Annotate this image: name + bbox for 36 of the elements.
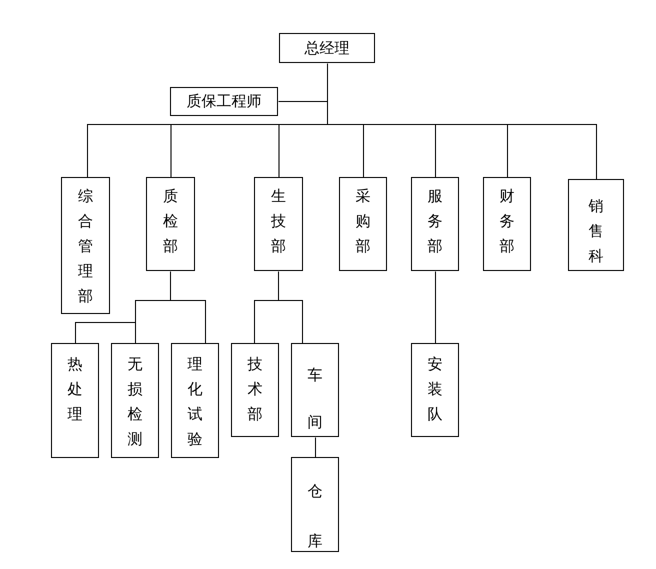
node-label: 质检部 [163, 186, 178, 257]
node-label: 综合管理部 [78, 186, 93, 307]
node-label: 技术部 [248, 354, 262, 425]
department-box [483, 177, 531, 271]
node-label: 理化试验 [188, 354, 202, 450]
department-box [61, 177, 110, 314]
department-box [146, 177, 195, 271]
node-label: 财务部 [500, 186, 514, 257]
node-label: 安装队 [428, 354, 442, 425]
department-box [231, 343, 279, 437]
department-box [279, 33, 375, 63]
department-box [411, 177, 459, 271]
node-label: 销售科 [588, 196, 604, 267]
node-label: 热处理 [68, 354, 82, 425]
node-label: 服务部 [428, 186, 442, 257]
department-box [111, 343, 159, 458]
node-label: 仓库 [308, 481, 322, 552]
connector-line [435, 271, 436, 344]
connector-line [315, 437, 316, 458]
department-box [291, 343, 339, 437]
connector-line [278, 271, 303, 344]
role-box [170, 87, 278, 116]
department-box [171, 343, 219, 458]
department-box [254, 177, 303, 271]
node-label: 无损检测 [128, 354, 142, 450]
node-label: 采购部 [356, 186, 370, 257]
department-box [291, 457, 339, 552]
node-label: 生技部 [271, 186, 286, 257]
node-label: 总经理 [304, 38, 350, 58]
node-label: 车间 [308, 365, 322, 433]
node-label: 质保工程师 [186, 92, 262, 111]
department-box [51, 343, 99, 458]
department-box [411, 343, 459, 437]
department-box [339, 177, 387, 271]
department-box [568, 179, 624, 271]
connector-line [170, 271, 206, 344]
